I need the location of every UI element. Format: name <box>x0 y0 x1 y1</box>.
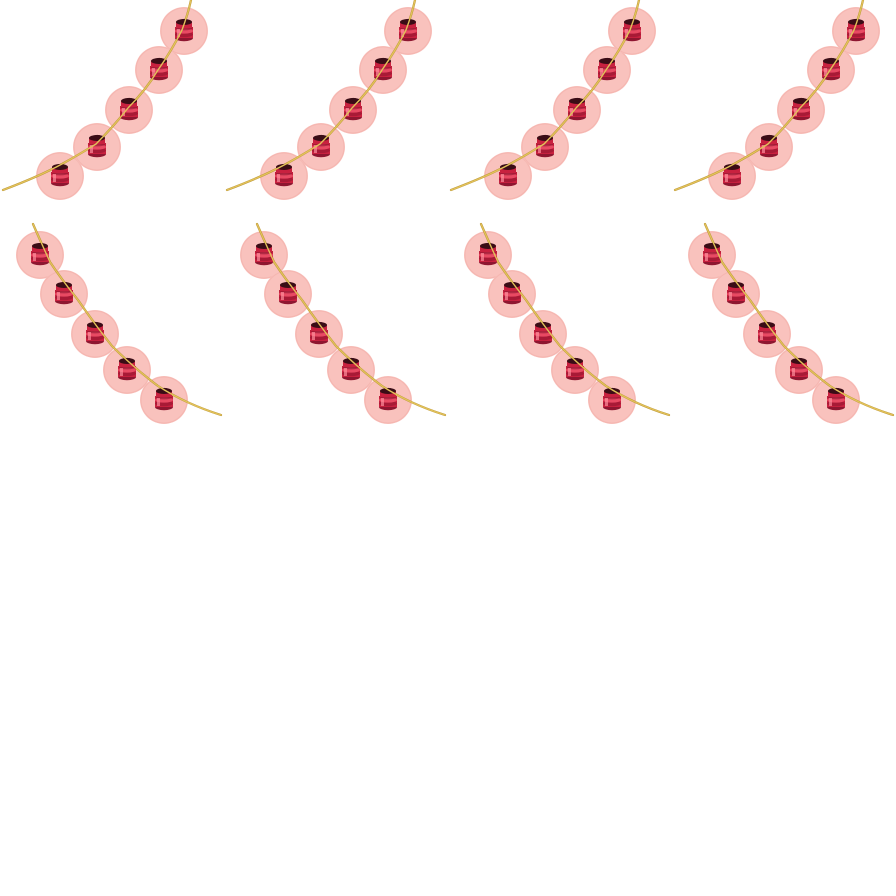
bead-halo-rim <box>40 270 88 318</box>
bead-halo-rim <box>807 46 855 94</box>
bead-halo-rim <box>103 346 151 394</box>
bead-body <box>603 387 621 411</box>
bead-body <box>55 281 73 305</box>
bead-halo-rim <box>743 310 791 358</box>
bead-halo-rim <box>105 86 153 134</box>
thread <box>674 0 864 191</box>
bead-body <box>536 134 554 158</box>
bead-body <box>827 387 845 411</box>
thread <box>450 0 640 191</box>
bead-body <box>279 281 297 305</box>
bead-body <box>155 387 173 411</box>
sprite-frame-8 <box>688 222 895 424</box>
sprite-frame-6 <box>240 222 447 424</box>
bead-halo-rim <box>295 310 343 358</box>
bead-body <box>727 281 745 305</box>
bead-halo-rim <box>608 7 656 55</box>
bead-halo-rim <box>384 7 432 55</box>
sprite-frame-3 <box>449 0 656 200</box>
bead-body <box>760 134 778 158</box>
bead-halo-rim <box>812 376 860 424</box>
bead-halo-rim <box>712 270 760 318</box>
bead-body <box>499 163 517 187</box>
bead-halo-rim <box>777 86 825 134</box>
bead-halo-rim <box>297 123 345 171</box>
bead-halo-rim <box>775 346 823 394</box>
bead-halo-rim <box>240 231 288 279</box>
thread <box>256 223 446 416</box>
thread <box>2 0 192 191</box>
bead-body <box>503 281 521 305</box>
sprite-frame-2 <box>225 0 432 200</box>
bead-body <box>379 387 397 411</box>
sprite-frame-7 <box>464 222 671 424</box>
bead-halo-rim <box>264 270 312 318</box>
bead-halo-rim <box>329 86 377 134</box>
bead-halo-rim <box>73 123 121 171</box>
bead-halo-rim <box>488 270 536 318</box>
bead-body <box>723 163 741 187</box>
bead-body <box>312 134 330 158</box>
sprite-frame-5 <box>16 222 223 424</box>
bead-halo-rim <box>519 310 567 358</box>
bead-halo-rim <box>71 310 119 358</box>
bead-halo-rim <box>160 7 208 55</box>
bead-halo-rim <box>364 376 412 424</box>
bead-halo-rim <box>135 46 183 94</box>
thread <box>480 223 670 416</box>
bead-halo-rim <box>688 231 736 279</box>
bead-halo-rim <box>327 346 375 394</box>
bead-body <box>275 163 293 187</box>
thread <box>226 0 416 191</box>
bead-body <box>88 134 106 158</box>
bead-halo-rim <box>551 346 599 394</box>
bead-halo-rim <box>140 376 188 424</box>
bead-halo-rim <box>832 7 880 55</box>
bead-halo-rim <box>359 46 407 94</box>
thread <box>32 223 222 416</box>
bead-halo-rim <box>464 231 512 279</box>
bead-halo-rim <box>521 123 569 171</box>
bead-halo-rim <box>588 376 636 424</box>
bead-halo-rim <box>553 86 601 134</box>
bead-halo-rim <box>745 123 793 171</box>
bead-halo-rim <box>16 231 64 279</box>
bead-body <box>51 163 69 187</box>
sprite-frame-4 <box>673 0 880 200</box>
thread <box>704 223 894 416</box>
bead-halo-rim <box>583 46 631 94</box>
sprite-frame-1 <box>1 0 208 200</box>
